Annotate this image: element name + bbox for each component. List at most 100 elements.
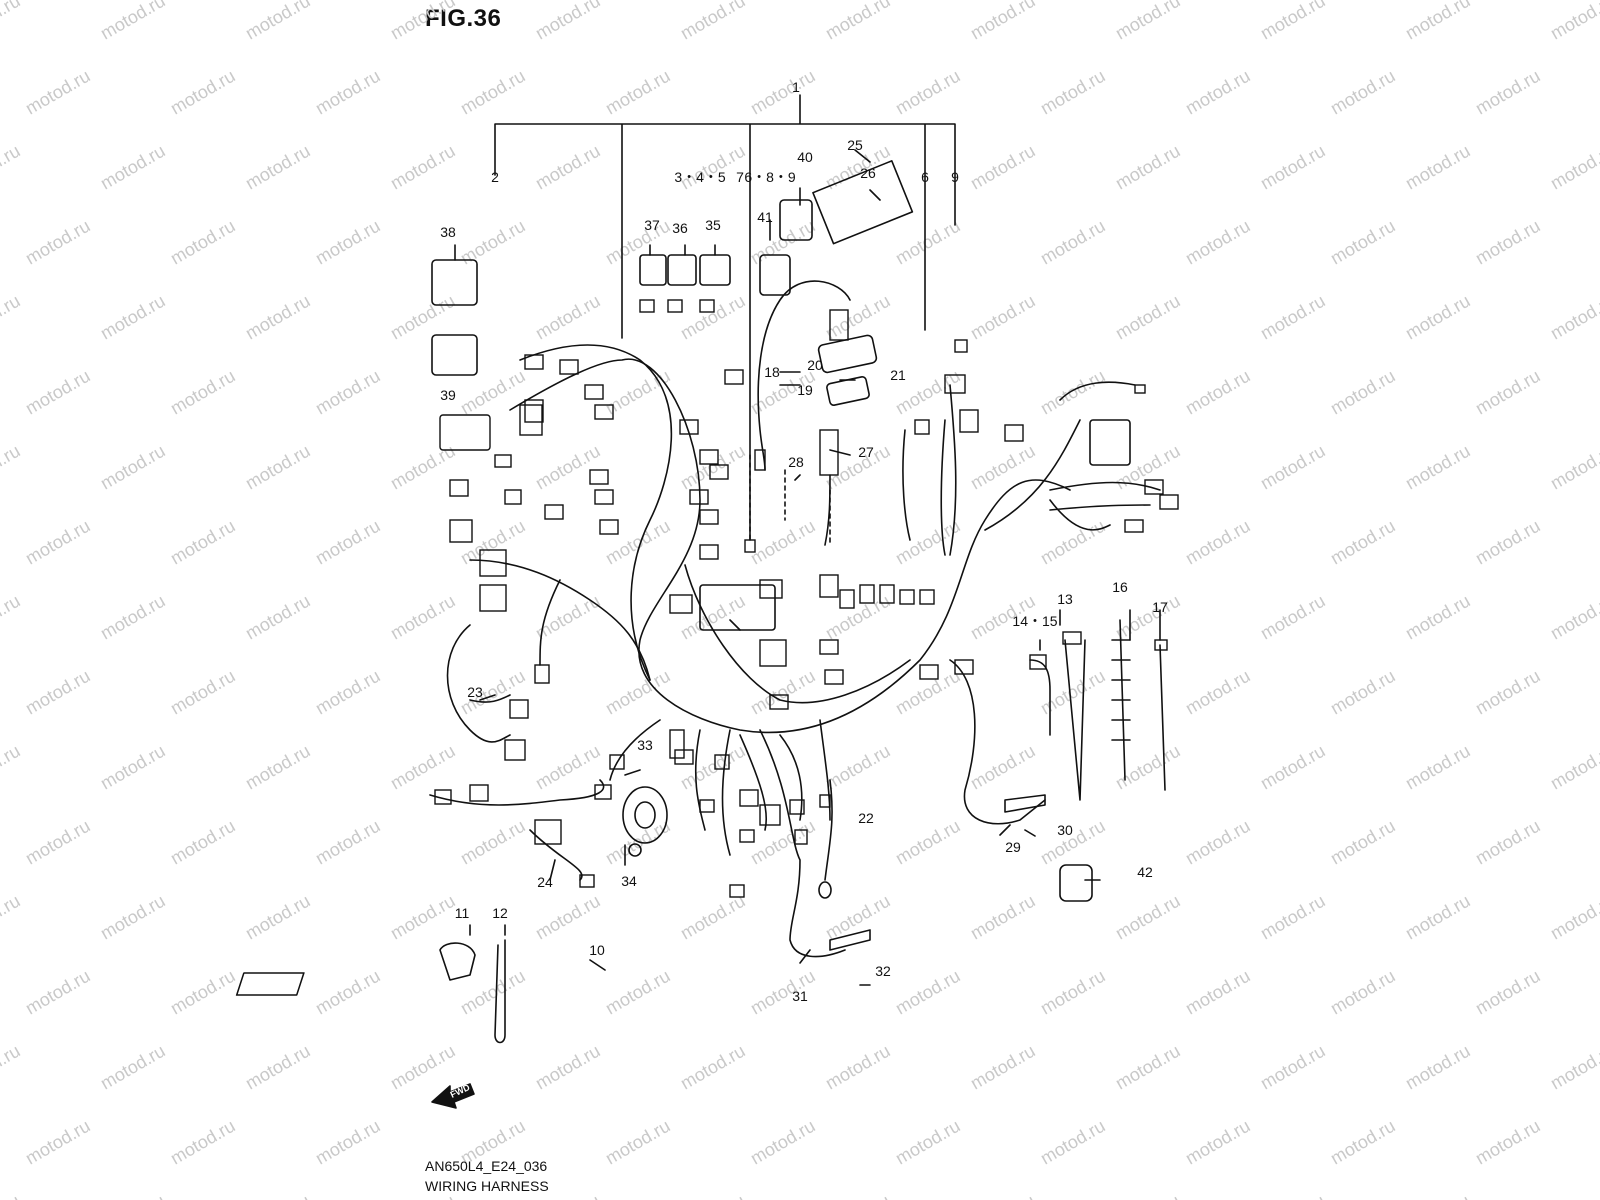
part-19: [826, 376, 870, 406]
watermark-text: motod.ru: [532, 291, 604, 344]
watermark-text: motod.ru: [312, 366, 384, 419]
watermark-text: motod.ru: [387, 0, 459, 43]
callout-26: 26: [860, 165, 876, 181]
watermark-text: motod.ru: [1257, 591, 1329, 644]
tie-17: [1159, 644, 1166, 791]
harness-trunk: [519, 344, 673, 681]
watermark-text: motod.ru: [387, 591, 459, 644]
harness-trunk: [779, 734, 803, 821]
watermark-text: motod.ru: [387, 441, 459, 494]
tie-16: [1111, 619, 1131, 781]
unit-41: [759, 254, 791, 296]
callout-32: 32: [875, 963, 891, 979]
watermark-text: motod.ru: [1257, 441, 1329, 494]
callout-12: 12: [492, 905, 508, 921]
callout-31: 31: [792, 988, 808, 1004]
watermark-text: motod.ru: [387, 891, 459, 944]
watermark-text: motod.ru: [747, 516, 819, 569]
watermark-text: motod.ru: [1472, 666, 1544, 719]
watermark-text: motod.ru: [1402, 141, 1474, 194]
watermark-text: motod.ru: [532, 441, 604, 494]
harness-trunk: [609, 719, 661, 781]
watermark-text: motod.ru: [167, 1116, 239, 1169]
watermark-text: motod.ru: [1402, 1041, 1474, 1094]
watermark-text: motod.ru: [1257, 891, 1329, 944]
watermark-text: motod.ru: [0, 441, 24, 494]
watermark-text: motod.ru: [1547, 0, 1600, 43]
harness-trunk: [819, 719, 831, 821]
watermark-text: motod.ru: [1547, 891, 1600, 944]
watermark-text: motod.ru: [967, 141, 1039, 194]
watermark-text: motod.ru: [1182, 966, 1254, 1019]
watermark-text: motod.ru: [97, 141, 169, 194]
watermark-text: motod.ru: [677, 1191, 749, 1200]
part-25-box: [812, 160, 914, 245]
watermark-text: motod.ru: [22, 666, 94, 719]
horn-33: [622, 786, 668, 844]
watermark-text: motod.ru: [892, 966, 964, 1019]
watermark-text: motod.ru: [1182, 1116, 1254, 1169]
watermark-text: motod.ru: [387, 1041, 459, 1094]
watermark-text: motod.ru: [822, 0, 894, 43]
figure-title: FIG.36: [425, 5, 502, 32]
watermark-text: motod.ru: [1182, 366, 1254, 419]
watermark-text: motod.ru: [312, 216, 384, 269]
watermark-text: motod.ru: [97, 1041, 169, 1094]
guide-dash: [749, 454, 831, 546]
watermark-text: motod.ru: [747, 666, 819, 719]
watermark-text: motod.ru: [532, 591, 604, 644]
watermark-text: motod.ru: [1402, 891, 1474, 944]
watermark-text: motod.ru: [22, 66, 94, 119]
watermark-text: motod.ru: [1402, 741, 1474, 794]
watermark-text: motod.ru: [967, 291, 1039, 344]
callout-20: 20: [807, 357, 823, 373]
lead-right-top: [1059, 381, 1136, 401]
band-12: [494, 939, 506, 1044]
watermark-text: motod.ru: [312, 966, 384, 1019]
callout-34: 34: [621, 873, 637, 889]
harness-trunk: [739, 734, 768, 831]
watermark-text: motod.ru: [1257, 741, 1329, 794]
watermark-text: motod.ru: [967, 1191, 1039, 1200]
watermark-text: motod.ru: [1547, 141, 1600, 194]
watermark-text: motod.ru: [967, 0, 1039, 43]
watermark-text: motod.ru: [677, 741, 749, 794]
callout-35: 35: [705, 217, 721, 233]
tie-13: [1064, 639, 1086, 801]
watermark-text: motod.ru: [22, 216, 94, 269]
watermark-text: motod.ru: [1112, 141, 1184, 194]
watermark-text: motod.ru: [22, 1116, 94, 1169]
watermark-text: motod.ru: [1402, 291, 1474, 344]
watermark-text: motod.ru: [167, 816, 239, 869]
callout-16: 16: [1112, 579, 1128, 595]
bolt-34: [628, 843, 642, 857]
watermark-text: motod.ru: [457, 66, 529, 119]
watermark-text: motod.ru: [167, 366, 239, 419]
watermark-text: motod.ru: [242, 741, 314, 794]
watermark-text: motod.ru: [1402, 0, 1474, 43]
watermark-text: motod.ru: [747, 1116, 819, 1169]
callout-37: 37: [644, 217, 660, 233]
callout-29: 29: [1005, 839, 1021, 855]
callout-21: 21: [890, 367, 906, 383]
callout-30: 30: [1057, 822, 1073, 838]
callout-40: 40: [797, 149, 813, 165]
watermark-text: motod.ru: [457, 816, 529, 869]
relay-38: [431, 259, 478, 306]
watermark-text: motod.ru: [242, 0, 314, 43]
watermark-text: motod.ru: [1547, 291, 1600, 344]
watermark-text: motod.ru: [822, 741, 894, 794]
figure-name: WIRING HARNESS: [425, 1178, 549, 1194]
callout-13: 13: [1057, 591, 1073, 607]
watermark-text: motod.ru: [22, 516, 94, 569]
watermark-text: motod.ru: [1257, 1191, 1329, 1200]
callout-23: 23: [467, 684, 483, 700]
watermark-text: motod.ru: [387, 741, 459, 794]
watermark-text: motod.ru: [1402, 441, 1474, 494]
clip-11: [439, 942, 476, 981]
watermark-text: motod.ru: [312, 66, 384, 119]
watermark-text: motod.ru: [242, 141, 314, 194]
